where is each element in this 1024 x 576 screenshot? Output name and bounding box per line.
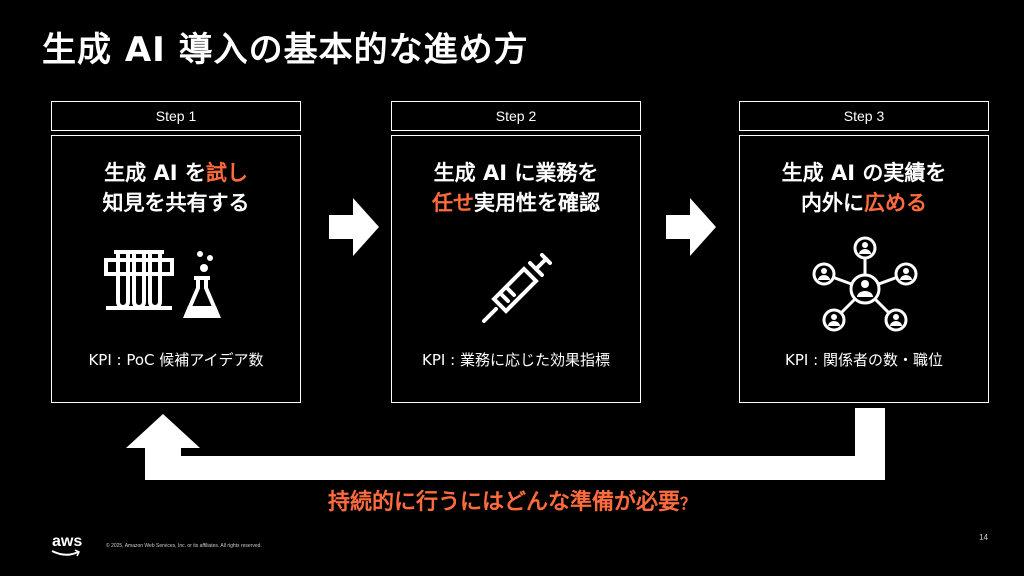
arrow-right-icon [329,198,379,256]
step-2-kpi: KPI : 業務に応じた効果指標 [422,351,610,369]
question-text: 持続的に行うにはどんな準備が必要？ [0,484,1024,516]
step-2-label: Step 2 [391,101,641,131]
step-3-heading: 生成 AI の実績を 内外に広める [740,158,988,218]
step-1-label: Step 1 [51,101,301,131]
step-3-heading-text: 内外に [801,191,864,215]
syringe-icon [482,253,552,323]
step-3-heading-line1: 生成 AI の実績を [781,161,947,185]
step-3-label: Step 3 [739,101,989,131]
step-2-heading-accent: 任せ [432,191,474,215]
step-2-heading-line1: 生成 AI に業務を [433,161,599,185]
step-2-heading: 生成 AI に業務を 任せ実用性を確認 [392,158,640,218]
step-3-card: 生成 AI の実績を 内外に広める KPI : 関係者の数・職位 [739,135,989,403]
step-1-kpi: KPI : PoC 候補アイデア数 [88,351,264,369]
step-1-heading: 生成 AI を試し 知見を共有する [52,158,300,218]
page-number: 14 [979,533,988,542]
arrow-right-icon [666,198,716,256]
step-3-kpi: KPI : 関係者の数・職位 [785,351,943,369]
step-1-heading-line2: 知見を共有する [102,191,250,215]
step-1-heading-text: 生成 AI を [104,161,206,185]
step-1-card: 生成 AI を試し 知見を共有する KPI : PoC 候補アイデア数 [51,135,301,403]
step-3-heading-accent: 広める [864,191,927,215]
step-1-heading-accent: 試し [205,161,248,185]
step-2-card: 生成 AI に業務を 任せ実用性を確認 KPI : 業務に応じた効果指標 [391,135,641,403]
network-people-icon [812,236,918,332]
copyright-text: © 2025, Amazon Web Services, Inc. or its… [106,543,262,549]
step-2-heading-text: 実用性を確認 [474,191,600,215]
question-main: 持続的に行うにはどんな準備が必要 [327,490,680,515]
aws-smile-icon [51,549,81,557]
question-mark: ？ [680,494,697,513]
aws-logo: aws [52,533,83,550]
lab-flask-icon [104,250,222,318]
slide-title: 生成 AI 導入の基本的な進め方 [42,30,529,70]
